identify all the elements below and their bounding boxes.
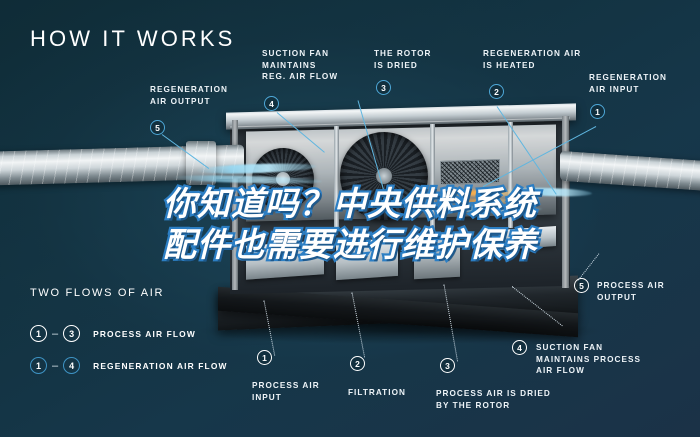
legend-label-process-air-flow: PROCESS AIR FLOW: [93, 328, 196, 339]
callout-marker-1-bottom[interactable]: 1: [257, 350, 272, 365]
legend-marker-1-white: 1: [30, 325, 47, 342]
callout-label-regeneration-air-output: REGENERATION AIR OUTPUT: [150, 85, 228, 106]
legend-marker-4-blue: 4: [63, 357, 81, 374]
callout-marker-2-bottom[interactable]: 2: [350, 356, 365, 371]
callout-marker-3-bottom[interactable]: 3: [440, 358, 455, 373]
heater-element-secondary: [448, 199, 522, 203]
callout-marker-4-right[interactable]: 4: [512, 340, 527, 355]
callout-label-filtration: FILTRATION: [348, 388, 406, 397]
callout-marker-3-top[interactable]: 3: [376, 80, 391, 95]
callout-marker-5-right[interactable]: 5: [574, 278, 589, 293]
callout-marker-5-top[interactable]: 5: [150, 120, 165, 135]
legend-row-process-air-flow: 1 – 3 PROCESS AIR FLOW: [30, 325, 196, 342]
chinese-headline-overlay: 你知道吗？中央供料系统 配件也需要进行维护保养: [0, 182, 700, 267]
callout-marker-2-top[interactable]: 2: [489, 84, 504, 99]
callout-label-process-air-output: PROCESS AIR OUTPUT: [597, 281, 665, 302]
cabinet-divider-2: [430, 124, 435, 230]
legend-dash-1: –: [52, 327, 59, 340]
cabinet-divider-1: [334, 126, 339, 230]
process-air-stream: [432, 206, 542, 212]
legend-dash-2: –: [52, 359, 59, 372]
page-title: HOW IT WORKS: [30, 26, 236, 51]
chinese-headline-line-2: 配件也需要进行维护保养: [161, 223, 539, 267]
callout-label-suction-fan-reg: SUCTION FAN MAINTAINS REG. AIR FLOW: [262, 49, 339, 82]
legend-title: TWO FLOWS OF AIR: [30, 287, 165, 299]
callout-label-suction-fan-process: SUCTION FAN MAINTAINS PROCESS AIR FLOW: [536, 343, 642, 376]
cabinet-front-post: [232, 120, 238, 290]
callout-marker-1-top[interactable]: 1: [590, 104, 605, 119]
legend-marker-3-white: 3: [63, 325, 81, 342]
legend-label-regeneration-air-flow: REGENERATION AIR FLOW: [93, 360, 228, 371]
callout-label-regeneration-air-heated: REGENERATION AIR IS HEATED: [483, 49, 582, 70]
heater-element: [436, 190, 528, 196]
chinese-headline-line-1: 你知道吗？中央供料系统: [161, 182, 539, 226]
machine-shadow: [200, 318, 600, 344]
legend-row-regeneration-air-flow: 1 – 4 REGENERATION AIR FLOW: [30, 357, 228, 374]
callout-label-process-air-dried: PROCESS AIR IS DRIED BY THE ROTOR: [436, 389, 551, 410]
callout-label-rotor-dried: THE ROTOR IS DRIED: [374, 49, 432, 70]
cabinet-right-post: [562, 116, 569, 288]
callout-marker-4-top[interactable]: 4: [264, 96, 279, 111]
callout-label-regeneration-air-input: REGENERATION AIR INPUT: [589, 73, 667, 94]
callout-label-process-air-input: PROCESS AIR INPUT: [252, 381, 320, 402]
legend-marker-1-blue: 1: [30, 357, 47, 374]
cabinet-divider-3: [508, 122, 513, 228]
